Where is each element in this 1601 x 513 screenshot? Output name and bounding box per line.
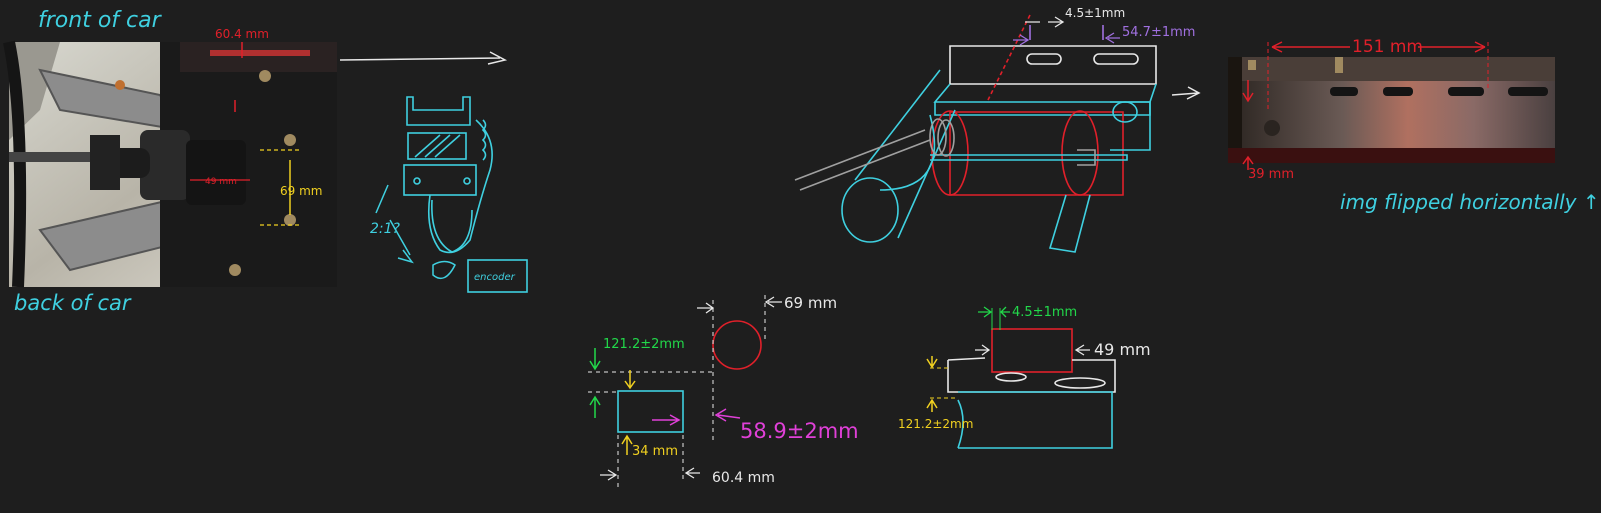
side-dim-height: 121.2±2mm: [603, 337, 685, 352]
front-dim-height: 121.2±2mm: [898, 417, 973, 431]
front-dim-gap: 4.5±1mm: [1012, 305, 1077, 320]
drawing-side-view: [588, 295, 766, 490]
sketch-gear-encoder: [403, 96, 493, 254]
drawing-front-view: [930, 308, 1116, 449]
encoder-box: encoder: [432, 259, 528, 293]
side-dim-rect-w: 58.9±2mm: [740, 419, 859, 443]
front-dim-motor: 49 mm: [1094, 340, 1151, 359]
photo-left-dim-yellow: 69 mm: [280, 184, 322, 198]
arrow-to-photo-right: [1171, 86, 1201, 100]
photo-right-dim-top: 151 mm: [1352, 37, 1423, 57]
sketch-3d-assembly: [794, 14, 1157, 253]
arrow-to-sketch: [339, 51, 508, 65]
photo-left-suspension: [3, 40, 337, 288]
sketch3d-dim-b: 54.7±1mm: [1122, 25, 1195, 40]
photo-left-dim-top: 60.4 mm: [215, 27, 269, 41]
label-img-flipped: img flipped horizontally ↑: [1340, 190, 1600, 214]
encoder-label: encoder: [474, 272, 516, 283]
side-dim-rect-h: 34 mm: [632, 444, 678, 459]
label-ratio: 2:1?: [370, 221, 401, 237]
photo-right-bracket: [1228, 57, 1555, 163]
label-back-of-car: back of car: [14, 291, 132, 315]
label-front-of-car: front of car: [38, 8, 163, 33]
sketch3d-dim-a: 4.5±1mm: [1065, 6, 1125, 20]
photo-right-dim-left: 39 mm: [1248, 167, 1294, 182]
photo-left-dim-mid: 49 mm: [205, 177, 237, 187]
side-dim-circle: 69 mm: [784, 294, 837, 312]
side-dim-bottom: 60.4 mm: [712, 470, 775, 486]
